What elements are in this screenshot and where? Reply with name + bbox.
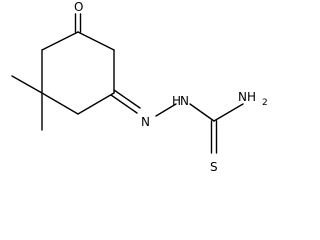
- oxygen-label: O: [74, 0, 83, 14]
- hydrazine-n-label: N: [180, 94, 189, 108]
- hydrazine-bond: [155, 103, 177, 117]
- sulfur-label: S: [210, 160, 218, 174]
- methyl-bond-left: [11, 75, 43, 94]
- ring-bond-c4-c5: [41, 92, 79, 115]
- hydrazine-h-label: H: [172, 94, 181, 108]
- molecule-diagram: O N H N NH 2 S: [11, 0, 268, 174]
- ring-bond-c6-c1: [41, 31, 79, 51]
- thioamide-n-bond: [189, 103, 215, 122]
- ring-bond-c3-c4: [77, 92, 115, 115]
- ring-bond-c1-c2: [77, 31, 115, 51]
- amine-subscript-label: 2: [262, 98, 268, 108]
- imine-bond-b: [110, 94, 138, 114]
- amine-bond: [213, 103, 244, 122]
- imine-nitrogen-label: N: [141, 115, 150, 129]
- amine-label: NH: [238, 90, 256, 104]
- imine-bond-a: [113, 89, 141, 109]
